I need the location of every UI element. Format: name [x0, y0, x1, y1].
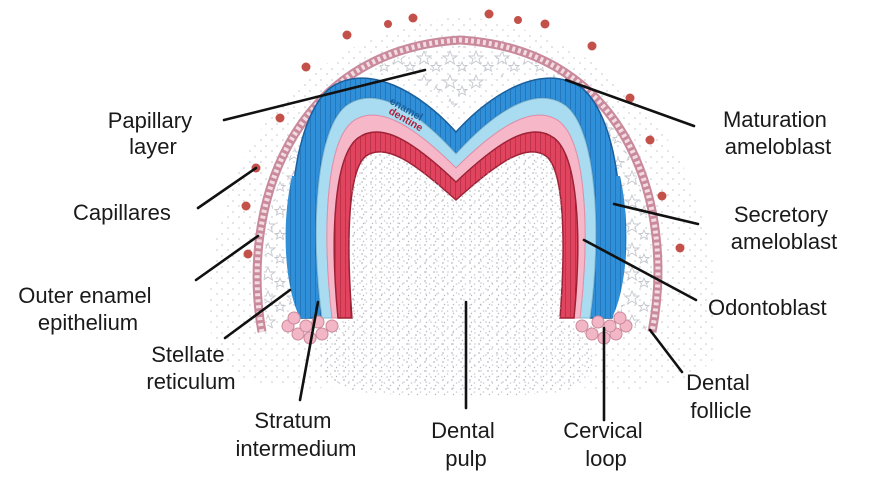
- label-secretory-ameloblast: Secretory ameloblast: [731, 202, 837, 254]
- label-cervical-loop: Cervical loop: [563, 418, 649, 471]
- label-dental-follicle: Dental follicle: [686, 370, 756, 423]
- label-stratum-intermedium: Stratum intermedium: [235, 408, 356, 461]
- label-outer-enamel-epithelium: Outer enamel epithelium: [18, 283, 157, 335]
- label-dental-pulp: Dental pulp: [431, 418, 501, 471]
- label-stellate-reticulum: Stellate reticulum: [146, 342, 235, 394]
- label-odontoblast: Odontoblast: [708, 295, 827, 320]
- label-capillares: Capillares: [73, 200, 171, 225]
- label-maturation-ameloblast: Maturation ameloblast: [723, 107, 833, 159]
- label-papillary-layer: Papillary layer: [108, 108, 199, 159]
